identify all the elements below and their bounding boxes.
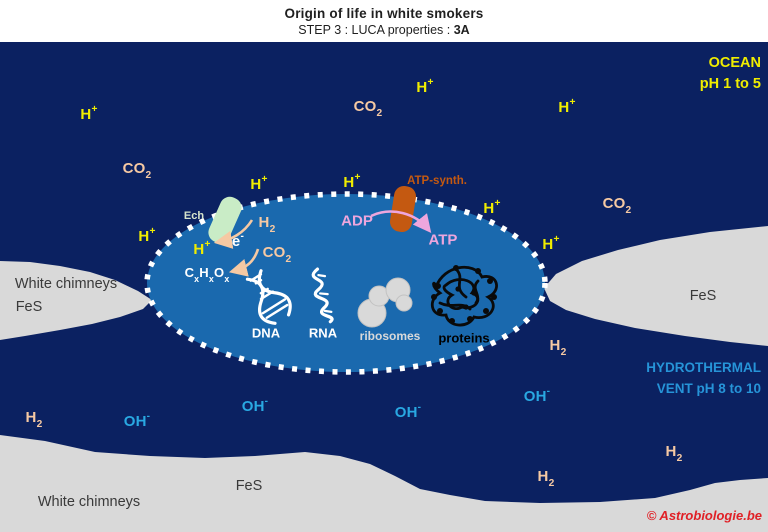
molecule-label-OH-: OH- [394, 402, 422, 421]
ocean-name: OCEAN [708, 55, 761, 71]
molecule-label-H2: H2 [258, 214, 276, 235]
ocean-region-label: OCEAN pH 1 to 5 [700, 53, 761, 95]
luca-cell-membrane [144, 191, 548, 375]
molecule-label-H2: H2 [25, 409, 43, 430]
subtitle-step-code: 3A [453, 23, 470, 37]
molecule-label-CO2: CO2 [122, 160, 152, 181]
proteins-icon [431, 265, 498, 327]
atp-label: ATP [428, 231, 458, 249]
dna-icon [245, 269, 292, 325]
title-block: Origin of life in white smokers STEP 3 :… [0, 0, 768, 42]
molecule-label-OH-: OH- [123, 411, 151, 430]
molecule-label-H2: H2 [537, 468, 555, 489]
terrain-label-fes: FeS [689, 288, 717, 304]
co2-fixation-arrow [228, 248, 260, 277]
molecule-label-H+: H+ [343, 172, 361, 191]
molecule-label-OH-: OH- [241, 396, 269, 415]
terrain-label-fes: FeS [235, 478, 263, 494]
molecule-label-CO2: CO2 [262, 244, 292, 265]
left-chimney [0, 261, 152, 340]
credit-text: © Astrobiologie.be [646, 508, 762, 523]
subtitle-prefix: STEP 3 : LUCA properties : [298, 23, 454, 37]
rna-icon [311, 267, 334, 324]
terrain-label-white-chimneys: White chimneys [14, 276, 118, 292]
molecule-label-CxHxOx: CxHxOx [184, 265, 230, 284]
molecule-label-H+: H+ [558, 97, 576, 116]
adp-to-atp-arrow [370, 210, 432, 234]
terrain-label-fes: FeS [15, 299, 43, 315]
molecule-label-H2: H2 [665, 443, 683, 464]
seafloor [0, 435, 768, 532]
atp-synthase-icon [389, 186, 417, 232]
molecule-label-H+: H+ [250, 174, 268, 193]
molecule-label-H+: H+ [193, 239, 211, 258]
diagram-subtitle: STEP 3 : LUCA properties : 3A [0, 23, 768, 37]
molecule-label-e-: e- [231, 231, 245, 250]
rna-label: RNA [308, 325, 338, 341]
molecule-label-OH-: OH- [523, 386, 551, 405]
right-chimney [544, 226, 768, 346]
molecule-label-H+: H+ [80, 104, 98, 123]
diagram-title: Origin of life in white smokers [284, 6, 484, 21]
molecule-label-H+: H+ [483, 198, 501, 217]
molecule-label-CO2: CO2 [353, 98, 383, 119]
vent-name: HYDROTHERMAL [646, 360, 761, 375]
molecule-label-H2: H2 [549, 337, 567, 358]
adp-label: ADP [341, 212, 373, 230]
ocean-ph: pH 1 to 5 [699, 76, 761, 92]
terrain-label-white-chimneys: White chimneys [37, 494, 141, 510]
ech-label: Ech [183, 210, 205, 222]
vent-ph: VENT pH 8 to 10 [656, 381, 761, 396]
vent-region-label: HYDROTHERMAL VENT pH 8 to 10 [646, 357, 761, 399]
molecule-label-CO2: CO2 [602, 195, 632, 216]
h2-to-electron-arrow [213, 219, 254, 249]
molecule-label-H+: H+ [138, 226, 156, 245]
ribosomes-icon [357, 277, 413, 328]
ribosomes-label: ribosomes [359, 329, 421, 343]
atp-synth-label: ATP-synth. [407, 175, 467, 187]
molecule-label-H+: H+ [542, 234, 560, 253]
molecule-label-H+: H+ [416, 77, 434, 96]
dna-label: DNA [251, 325, 281, 341]
proteins-label: proteins [438, 330, 490, 346]
